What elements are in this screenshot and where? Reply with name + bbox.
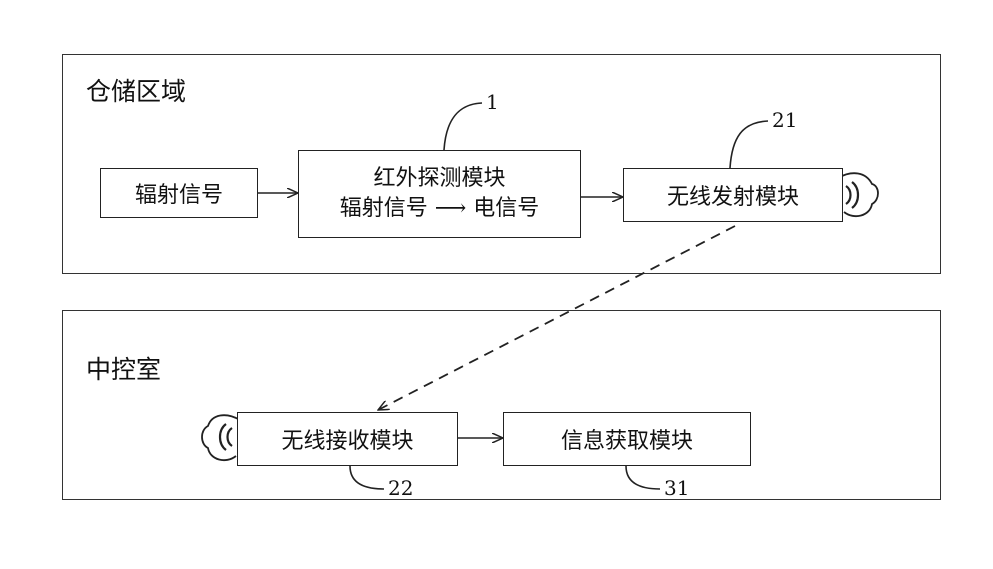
wireless-receive-label: 无线接收模块: [281, 429, 414, 454]
leader-22: [349, 465, 385, 490]
antenna-rx-icon: [201, 414, 241, 462]
control-room-title: 中控室: [86, 355, 162, 384]
ref-label-1: 1: [486, 90, 499, 114]
infrared-module-conversion: 辐射信号 ⟶ 电信号: [339, 196, 540, 221]
ref-label-31: 31: [664, 476, 690, 500]
antenna-tx-icon: [837, 172, 879, 218]
ref-label-22: 22: [388, 476, 414, 500]
leader-1: [443, 102, 483, 151]
storage-region-title: 仓储区域: [86, 77, 187, 106]
wireless-receive-module-box: 无线接收模块: [237, 412, 458, 466]
wireless-transmit-label: 无线发射模块: [666, 185, 799, 210]
wireless-transmit-module-box: 无线发射模块: [623, 168, 843, 222]
radiation-signal-label: 辐射信号: [134, 183, 223, 208]
radiation-signal-box: 辐射信号: [100, 168, 258, 218]
leader-21: [729, 120, 769, 169]
storage-region: [62, 54, 941, 274]
info-acquisition-module-box: 信息获取模块: [503, 412, 751, 466]
arrow-wireless-link: [378, 225, 736, 410]
ref-label-21: 21: [772, 108, 798, 132]
info-acquisition-label: 信息获取模块: [560, 429, 693, 454]
leader-31: [625, 465, 661, 490]
control-room-region: [62, 310, 941, 500]
infrared-module-title: 红外探测模块: [373, 166, 506, 191]
infrared-detection-module-box: 红外探测模块 辐射信号 ⟶ 电信号: [298, 150, 581, 238]
